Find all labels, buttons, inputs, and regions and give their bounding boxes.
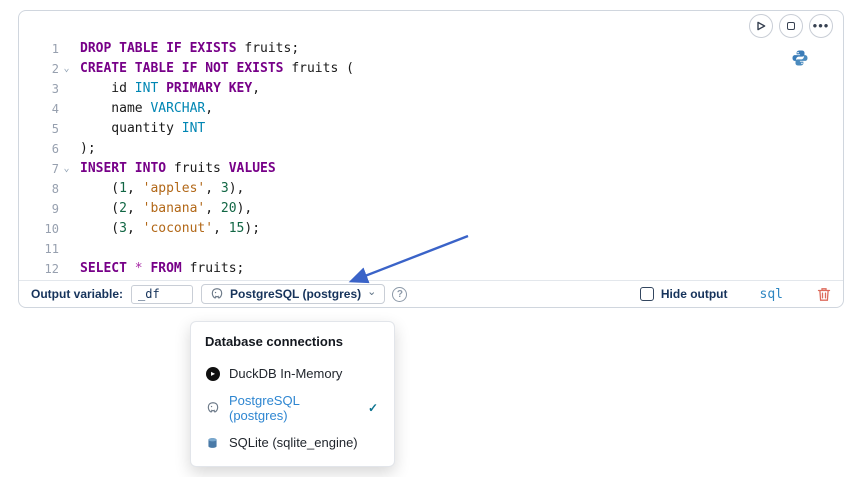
code-line: 9 (2, 'banana', 20), [19,199,803,219]
menu-item-label: PostgreSQL (postgres) [229,393,300,423]
checkmark-icon: ✓ [367,401,378,415]
code-editor[interactable]: 1 DROP TABLE IF EXISTS fruits; 2 ⌄ CREATE TA… [19,39,803,279]
code-line: 10 (3, 'coconut', 15); [19,219,803,239]
menu-title: Database connections [205,334,343,349]
fold-spacer [59,39,74,59]
code-line: 1 DROP TABLE IF EXISTS fruits; [19,39,803,59]
code-lines: 1 DROP TABLE IF EXISTS fruits; 2 ⌄ CREATE TA… [19,39,803,279]
line-number: 4 [51,102,59,116]
postgres-elephant-icon [210,287,224,301]
menu-item-label: DuckDB In-Memory [229,366,343,381]
code-line: 2 ⌄ CREATE TABLE IF NOT EXISTS fruits ( [19,59,803,79]
run-button[interactable] [749,14,773,38]
python-icon [791,49,809,67]
sql-cell: ••• 1 DROP TABLE IF EXISTS fruits; 2 ⌄ CREAT… [18,10,844,308]
code-line: 5 quantity INT [19,119,803,139]
fold-chevron-icon[interactable]: ⌄ [63,63,70,74]
code-text [74,239,88,259]
trash-icon[interactable] [817,287,831,302]
fold-spacer [59,119,74,139]
code-text: id INT PRIMARY KEY, [80,81,261,96]
line-number: 3 [51,82,59,96]
code-line: 4 name VARCHAR, [19,99,803,119]
fold-spacer [59,259,74,279]
menu-item[interactable]: PostgreSQL (postgres) ✓ [205,387,380,429]
duckdb-icon: ▸ [205,366,220,381]
output-variable-label: Output variable: [31,287,124,301]
fold-spacer [59,219,74,239]
code-line: 3 id INT PRIMARY KEY, [19,79,803,99]
code-text: INSERT INTO fruits VALUES [80,161,276,176]
fold-spacer [59,99,74,119]
code-line: 6); [19,139,803,159]
code-text: ); [80,141,96,156]
line-number: 9 [51,202,59,216]
play-icon [756,21,766,31]
code-text: SELECT * FROM fruits; [80,261,245,276]
code-line: 11 [19,239,803,259]
fold-spacer [59,139,74,159]
stop-icon [787,22,795,30]
code-text: name VARCHAR, [80,101,214,116]
postgres-icon [205,401,220,416]
menu-item-label: SQLite (sqlite_engine) [229,435,358,450]
fold-chevron-icon[interactable]: ⌄ [63,163,70,174]
ellipsis-icon: ••• [812,17,830,33]
menu-item[interactable]: SQLite (sqlite_engine) [205,429,380,456]
fold-spacer [59,239,74,259]
line-number: 2 [51,62,59,76]
code-text: (2, 'banana', 20), [80,201,253,216]
output-variable-input[interactable] [131,284,194,304]
menu-item[interactable]: ▸ DuckDB In-Memory [205,360,380,387]
footer-right: Hide output sql [639,286,833,302]
code-line: 8 (1, 'apples', 3), [19,179,803,199]
line-number: 7 [51,162,59,176]
cell-actions: ••• [749,14,833,38]
code-text: (3, 'coconut', 15); [80,221,261,236]
fold-spacer [59,79,74,99]
code-text: (1, 'apples', 3), [80,181,245,196]
chevron-down-icon: ⌄ [367,286,377,298]
help-icon[interactable]: ? [392,286,408,302]
line-number: 1 [51,42,59,56]
cell-footer: Output variable: PostgreSQL (postgres) ⌄… [19,280,843,307]
line-number: 10 [44,222,59,236]
hide-output-label[interactable]: Hide output [660,287,728,301]
line-number: 11 [44,242,59,256]
code-text: CREATE TABLE IF NOT EXISTS fruits ( [80,61,354,76]
language-badge[interactable]: sql [759,286,783,302]
line-number: 5 [51,122,59,136]
line-number: 8 [51,182,59,196]
more-options-button[interactable]: ••• [809,14,833,38]
code-text: quantity INT [80,121,206,136]
line-number: 12 [44,262,59,276]
connection-dropdown[interactable]: PostgreSQL (postgres) ⌄ [201,284,386,304]
interrupt-button[interactable] [779,14,803,38]
code-line: 7 ⌄ INSERT INTO fruits VALUES [19,159,803,179]
line-number: 6 [51,142,59,156]
hide-output-checkbox[interactable] [639,287,654,301]
code-line: 12 SELECT * FROM fruits; [19,259,803,279]
connection-label: PostgreSQL (postgres) [230,287,362,301]
fold-spacer [59,179,74,199]
code-text: DROP TABLE IF EXISTS fruits; [80,41,300,56]
fold-spacer [59,199,74,219]
sqlite-icon [205,435,220,450]
